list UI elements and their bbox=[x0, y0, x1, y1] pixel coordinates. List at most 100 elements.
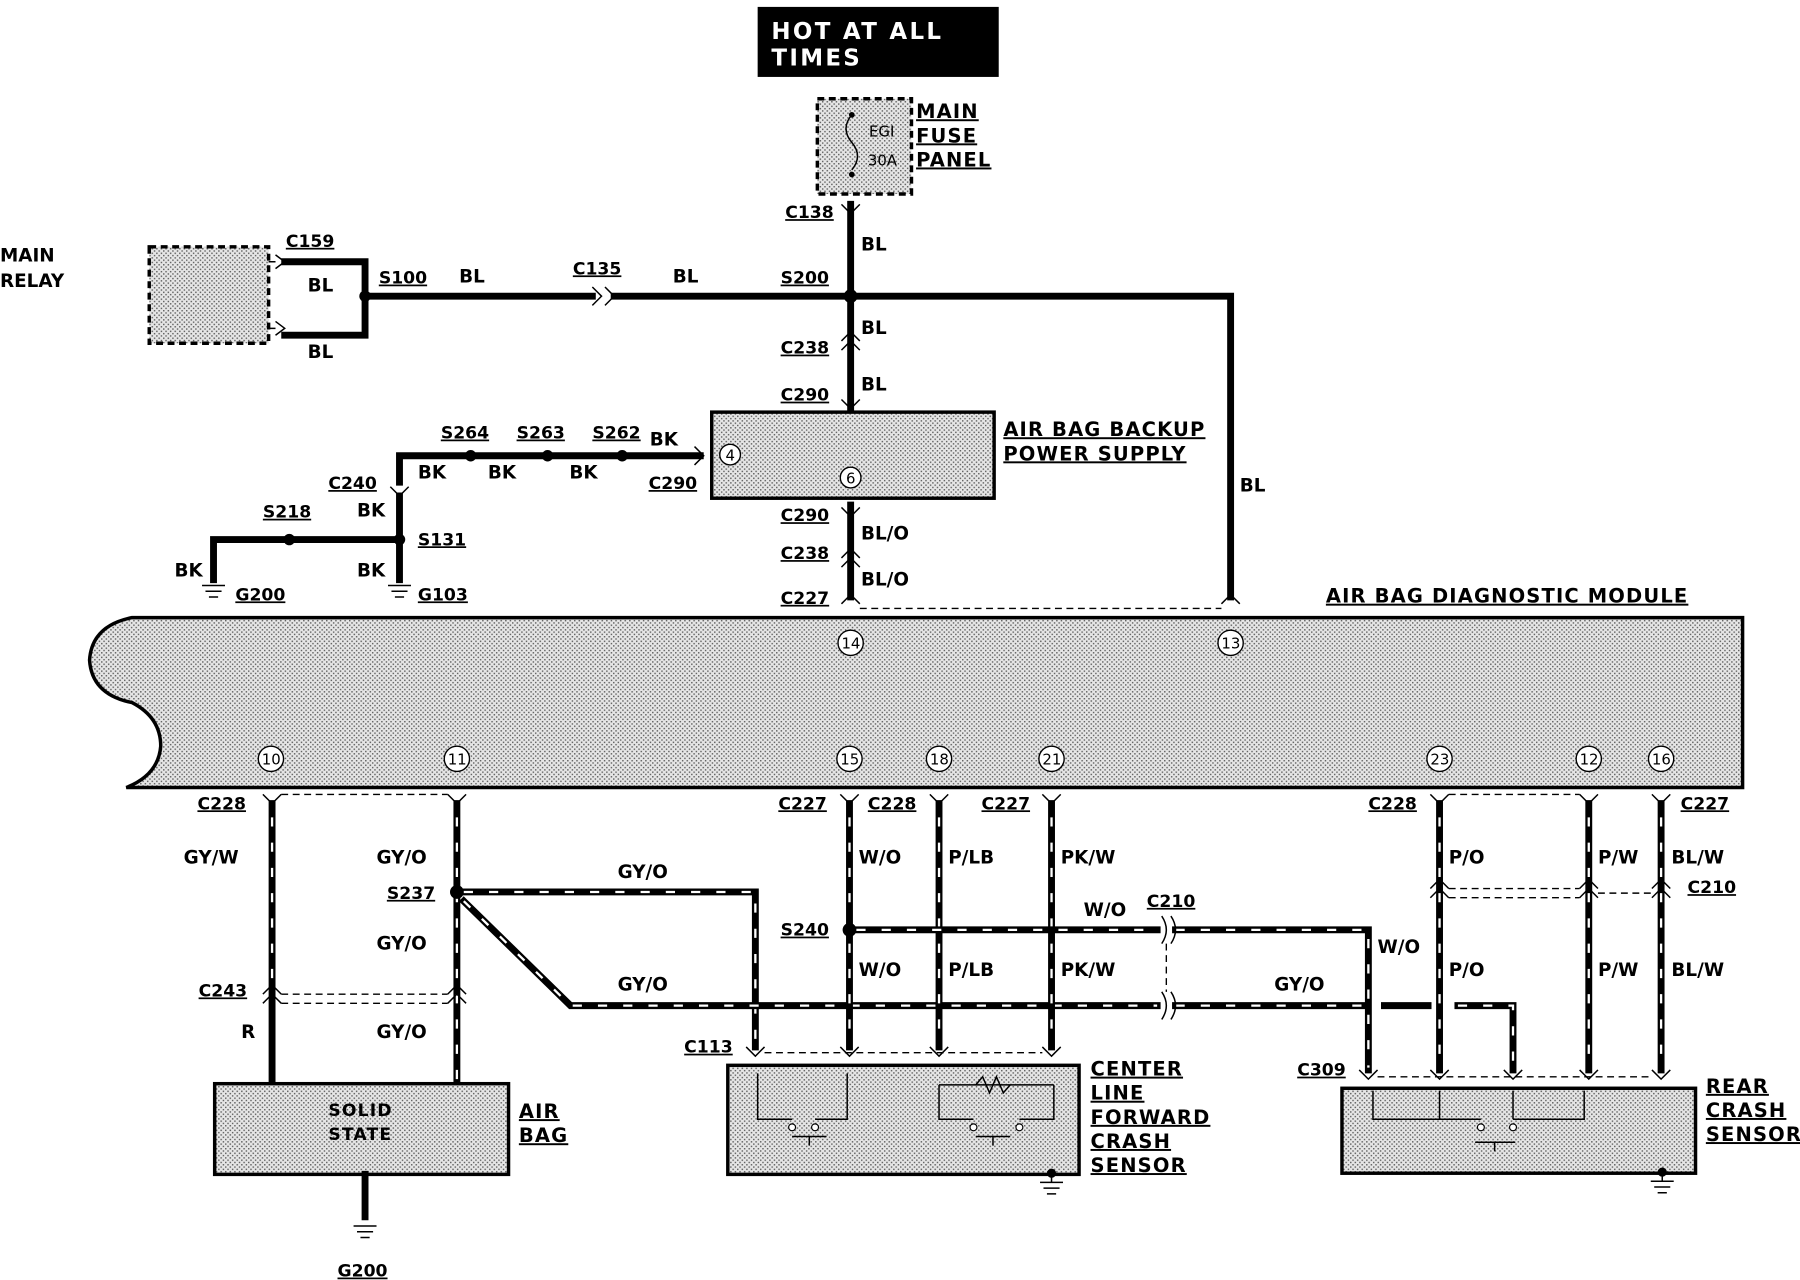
splice-s263: S263 bbox=[517, 424, 565, 444]
connector-c290-upper: C290 bbox=[781, 386, 830, 406]
connector-c210-center: C210 bbox=[1147, 892, 1196, 912]
module-pins: 14 13 10 11 15 18 21 23 12 16 bbox=[257, 629, 1675, 773]
connector-c210-right: C210 bbox=[1688, 878, 1737, 898]
connector-c227-module: C227 bbox=[781, 589, 830, 609]
splice-s200: S200 bbox=[781, 269, 829, 289]
rear-sensor-label-2: CRASH bbox=[1706, 1099, 1787, 1122]
connector-c240: C240 bbox=[328, 474, 377, 494]
connector-c159: C159 bbox=[286, 232, 335, 252]
module-pin-23: 23 bbox=[1430, 751, 1449, 769]
ground-labels: G200 G103 G200 bbox=[235, 585, 468, 1280]
wire-label-bl-1: BL bbox=[861, 234, 887, 255]
wire-label-gyo-6: GY/O bbox=[1274, 975, 1324, 996]
banner-line-2: TIMES bbox=[771, 45, 862, 71]
wire-label-wo-2: W/O bbox=[859, 960, 902, 981]
wire-label-gyo-1: GY/O bbox=[377, 847, 427, 868]
ground-g200-upper: G200 bbox=[235, 585, 285, 605]
wire-label-gyo-5: GY/O bbox=[618, 975, 668, 996]
wire-label-r: R bbox=[241, 1022, 255, 1043]
solid-state-label-2: STATE bbox=[328, 1125, 392, 1145]
wire-label-bl-2: BL bbox=[308, 276, 334, 297]
splice-s240: S240 bbox=[781, 921, 829, 941]
splice-s237: S237 bbox=[387, 884, 435, 904]
module-pin-12: 12 bbox=[1580, 751, 1599, 769]
wire-label-bk-6: BK bbox=[357, 560, 386, 581]
ground-g103: G103 bbox=[418, 585, 468, 605]
wire-label-blo-1: BL/O bbox=[861, 524, 909, 545]
bl-o-wiring bbox=[840, 501, 1222, 610]
splice-labels: S100 S200 S264 S263 S262 S218 S131 S237 … bbox=[263, 269, 829, 941]
main-fuse-panel-label-1: MAIN bbox=[916, 100, 979, 123]
module-pin-15: 15 bbox=[840, 751, 859, 769]
splice-s218: S218 bbox=[263, 503, 311, 523]
backup-supply-label-1: AIR BAG BACKUP bbox=[1003, 418, 1205, 441]
connector-c290-bk: C290 bbox=[649, 474, 698, 494]
bl-power-wiring bbox=[281, 200, 1241, 605]
splice-s262: S262 bbox=[592, 424, 640, 444]
bps-pin-6: 6 bbox=[846, 469, 855, 487]
wire-label-bl-5: BL bbox=[673, 266, 699, 287]
module-pin-16: 16 bbox=[1652, 751, 1671, 769]
main-relay-label-1: MAIN bbox=[0, 246, 55, 267]
center-sensor-wiring bbox=[745, 793, 1372, 1074]
air-bag-label-2: BAG bbox=[519, 1124, 568, 1147]
wire-label-bl-4: BL bbox=[459, 266, 485, 287]
connector-c228-center: C228 bbox=[868, 794, 917, 814]
hot-at-all-times-banner: HOT AT ALL TIMES bbox=[757, 6, 999, 77]
wire-label-gyo-2: GY/O bbox=[377, 933, 427, 954]
wire-label-bl-6: BL bbox=[861, 318, 887, 339]
air-bag-label-1: AIR bbox=[519, 1100, 560, 1123]
air-bag-backup-power-supply: 4 6 AIR BAG BACKUP POWER SUPPLY bbox=[710, 410, 1205, 500]
module-pin-18: 18 bbox=[930, 751, 949, 769]
wire-label-pw-2: P/W bbox=[1598, 960, 1638, 981]
wire-label-bk-1: BK bbox=[650, 429, 679, 450]
splice-s131: S131 bbox=[418, 530, 466, 550]
air-bag-diagnostic-module: AIR BAG DIAGNOSTIC MODULE bbox=[87, 585, 1745, 790]
rear-crash-sensor: REAR CRASH SENSOR bbox=[1340, 1075, 1800, 1194]
air-bag-branch-wiring bbox=[262, 793, 1370, 1086]
connector-c138: C138 bbox=[785, 203, 834, 223]
wire-label-blo-2: BL/O bbox=[861, 569, 909, 590]
center-sensor-label-1: CENTER bbox=[1091, 1058, 1183, 1081]
center-sensor-label-3: FORWARD bbox=[1091, 1106, 1211, 1129]
wire-label-pkw-1: PK/W bbox=[1061, 847, 1116, 868]
wire-label-bk-4: BK bbox=[569, 463, 598, 484]
wire-label-blw-2: BL/W bbox=[1671, 960, 1724, 981]
connector-c309: C309 bbox=[1297, 1061, 1346, 1081]
connector-c227-right: C227 bbox=[1681, 794, 1730, 814]
wire-label-pkw-2: PK/W bbox=[1061, 960, 1116, 981]
wire-label-plb-1: P/LB bbox=[948, 847, 994, 868]
module-pin-21: 21 bbox=[1042, 751, 1061, 769]
main-relay-label-2: RELAY bbox=[0, 271, 65, 292]
banner-line-1: HOT AT ALL bbox=[771, 19, 943, 45]
backup-supply-label-2: POWER SUPPLY bbox=[1003, 442, 1186, 465]
connector-c228-left: C228 bbox=[197, 794, 246, 814]
main-fuse-panel: EGI 30A MAIN FUSE PANEL bbox=[815, 97, 991, 196]
wire-label-po-1: P/O bbox=[1449, 847, 1485, 868]
wire-label-bk-3: BK bbox=[488, 463, 517, 484]
center-sensor-label-2: LINE bbox=[1091, 1082, 1145, 1105]
main-fuse-panel-label-3: PANEL bbox=[916, 148, 991, 171]
module-pin-14: 14 bbox=[841, 635, 860, 653]
wire-label-bk-2: BK bbox=[418, 463, 447, 484]
center-sensor-label-4: CRASH bbox=[1091, 1130, 1172, 1153]
wire-label-bl-7: BL bbox=[861, 374, 887, 395]
wire-label-wo-1: W/O bbox=[859, 847, 902, 868]
connector-c290-lower: C290 bbox=[781, 506, 830, 526]
connector-c238-lower: C238 bbox=[781, 544, 830, 564]
wire-label-gyo-4: GY/O bbox=[618, 862, 668, 883]
solid-state-label-1: SOLID bbox=[328, 1101, 392, 1121]
wire-label-bk-5: BK bbox=[357, 501, 386, 522]
rear-sensor-label-3: SENSOR bbox=[1706, 1123, 1800, 1146]
rear-sensor-label-1: REAR bbox=[1706, 1075, 1769, 1098]
wire-label-gyw: GY/W bbox=[184, 847, 239, 868]
module-pin-13: 13 bbox=[1221, 635, 1240, 653]
connector-labels: C138 C159 C135 C238 C290 C290 C290 C238 … bbox=[197, 203, 1736, 1081]
center-sensor-label-5: SENSOR bbox=[1091, 1154, 1187, 1177]
wire-label-plb-2: P/LB bbox=[948, 960, 994, 981]
wire-label-bk-7: BK bbox=[174, 560, 203, 581]
fuse-label-30a: 30A bbox=[868, 151, 898, 169]
main-fuse-panel-label-2: FUSE bbox=[916, 124, 977, 147]
bk-ground-wiring bbox=[202, 446, 705, 598]
